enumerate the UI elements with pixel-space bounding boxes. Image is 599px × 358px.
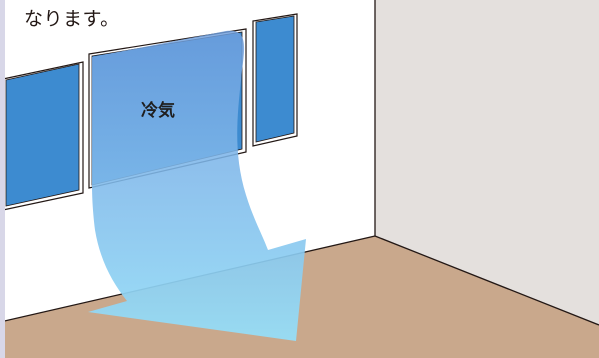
cold-air-label: 冷気 xyxy=(141,99,175,123)
caption-text: なります。 xyxy=(24,6,120,32)
window-pane-left-icon xyxy=(3,62,83,210)
left-strip xyxy=(0,0,5,358)
window-pane-right-icon xyxy=(253,14,297,146)
